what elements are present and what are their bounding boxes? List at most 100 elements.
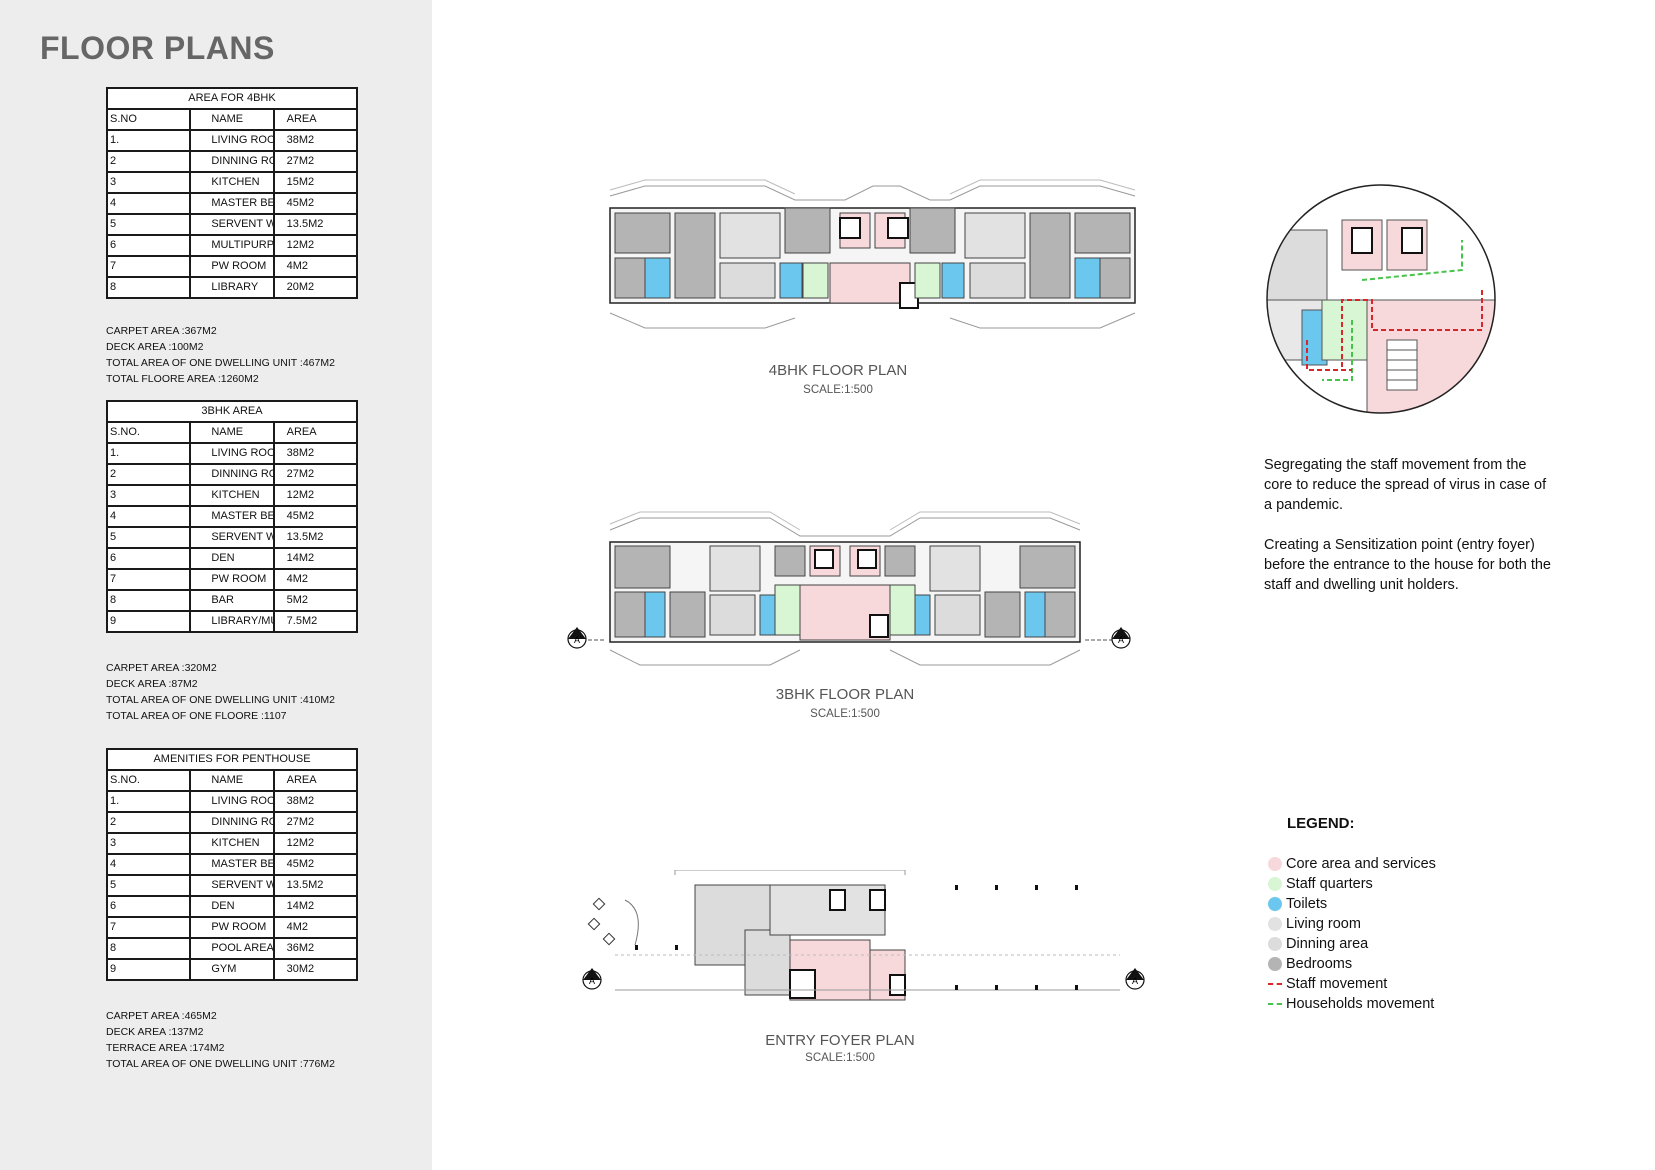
cell-name: KITCHEN: [189, 484, 275, 507]
cell-area: 38M2: [272, 790, 359, 813]
summary-line: TOTAL FLOORE AREA :1260M2: [106, 373, 259, 385]
cell-sno: 2: [105, 811, 192, 834]
note-sensitization-point: Creating a Sensitization point (entry fo…: [1264, 537, 1551, 593]
cell-name: SERVENT WITH TOILET: [189, 213, 275, 236]
table-penthouse: AMENITIES FOR PENTHOUSE S.NO. NAME AREA …: [105, 748, 359, 981]
cell-area: 27M2: [272, 150, 359, 173]
summary-line: TOTAL AREA OF ONE DWELLING UNIT :776M2: [106, 1058, 335, 1070]
cell-sno: 5: [105, 526, 192, 549]
header-sno: S.NO: [105, 108, 192, 131]
cell-sno: 2: [105, 150, 192, 173]
cell-name: SERVENT WITH TOILET: [189, 874, 275, 897]
cell-name: MULTIPURPOSE: [189, 234, 275, 257]
legend-label: Households movement: [1286, 996, 1435, 1012]
legend-line-swatch: [1268, 1003, 1282, 1005]
section-marker-left: A: [567, 627, 587, 649]
cell-sno: 1.: [105, 129, 192, 152]
table-4bhk: AREA FOR 4BHK S.NO NAME AREA 1.LIVING RO…: [105, 87, 359, 299]
cell-name: DINNING ROOM: [189, 150, 275, 173]
cell-name: BAR: [189, 589, 275, 612]
cell-sno: 4: [105, 853, 192, 876]
cell-name: DINNING ROOM: [189, 811, 275, 834]
cell-sno: 6: [105, 547, 192, 570]
cell-name: LIVING ROOM: [189, 790, 275, 813]
summary-line: CARPET AREA :320M2: [106, 662, 217, 674]
cell-area: 12M2: [272, 832, 359, 855]
cell-area: 45M2: [272, 505, 359, 528]
header-name: NAME: [189, 769, 275, 792]
cell-area: 13.5M2: [272, 526, 359, 549]
cell-area: 5M2: [272, 589, 359, 612]
cell-name: GYM: [189, 958, 275, 981]
table-caption: AREA FOR 4BHK: [106, 87, 358, 110]
cell-area: 14M2: [272, 547, 359, 570]
cell-sno: 8: [105, 589, 192, 612]
cell-sno: 4: [105, 192, 192, 215]
cell-sno: 6: [105, 234, 192, 257]
section-marker-label: A: [1118, 635, 1124, 645]
cell-name: PW ROOM: [189, 916, 275, 939]
legend-label: Staff movement: [1286, 976, 1388, 992]
section-marker-right: A: [1125, 968, 1145, 990]
floor-plan-foyer-drawing: A A: [582, 870, 1145, 1001]
header-sno: S.NO.: [105, 421, 192, 444]
cell-sno: 8: [105, 937, 192, 960]
cell-sno: 5: [105, 213, 192, 236]
design-notes: Segregating the staff movement from the …: [1264, 455, 1554, 615]
cell-name: PW ROOM: [189, 255, 275, 278]
legend-item: Toilets: [1268, 894, 1436, 914]
summary-line: DECK AREA :137M2: [106, 1026, 204, 1038]
legend-item: Staff quarters: [1268, 874, 1436, 894]
cell-name: SERVENT WITH TOILET: [189, 526, 275, 549]
cell-sno: 7: [105, 568, 192, 591]
legend-color-swatch: [1268, 917, 1282, 931]
cell-sno: 3: [105, 484, 192, 507]
summary-line: TOTAL AREA OF ONE DWELLING UNIT :467M2: [106, 357, 335, 369]
plan-scale-foyer: SCALE:1:500: [805, 1052, 875, 1064]
section-marker-label: A: [589, 976, 595, 986]
plan-scale-4bhk: SCALE:1:500: [803, 384, 873, 396]
table-row: 1.LIVING ROOM38M2: [105, 129, 359, 152]
legend-color-swatch: [1268, 897, 1282, 911]
cell-name: MASTER BEDROOM X2: [189, 853, 275, 876]
table-3bhk: 3BHK AREA S.NO. NAME AREA 1.LIVING ROOM3…: [105, 400, 359, 633]
cell-area: 13.5M2: [272, 874, 359, 897]
cell-sno: 7: [105, 916, 192, 939]
plan-title-4bhk: 4BHK FLOOR PLAN: [768, 362, 908, 379]
plan-title-foyer: ENTRY FOYER PLAN: [765, 1032, 915, 1049]
legend-color-swatch: [1268, 877, 1282, 891]
section-marker-left: A: [582, 968, 602, 990]
note-staff-segregation: Segregating the staff movement from the …: [1264, 457, 1547, 513]
cell-sno: 1.: [105, 790, 192, 813]
summary-line: DECK AREA :100M2: [106, 341, 204, 353]
cell-area: 27M2: [272, 811, 359, 834]
cell-area: 27M2: [272, 463, 359, 486]
cell-area: 45M2: [272, 853, 359, 876]
header-name: NAME: [189, 108, 275, 131]
legend-color-swatch: [1268, 937, 1282, 951]
cell-area: 30M2: [272, 958, 359, 981]
legend-item: Dinning area: [1268, 934, 1436, 954]
plan-title-3bhk: 3BHK FLOOR PLAN: [775, 686, 915, 703]
summary-line: CARPET AREA :367M2: [106, 325, 217, 337]
cell-sno: 3: [105, 832, 192, 855]
cell-sno: 2: [105, 463, 192, 486]
cell-area: 36M2: [272, 937, 359, 960]
cell-name: DEN: [189, 547, 275, 570]
